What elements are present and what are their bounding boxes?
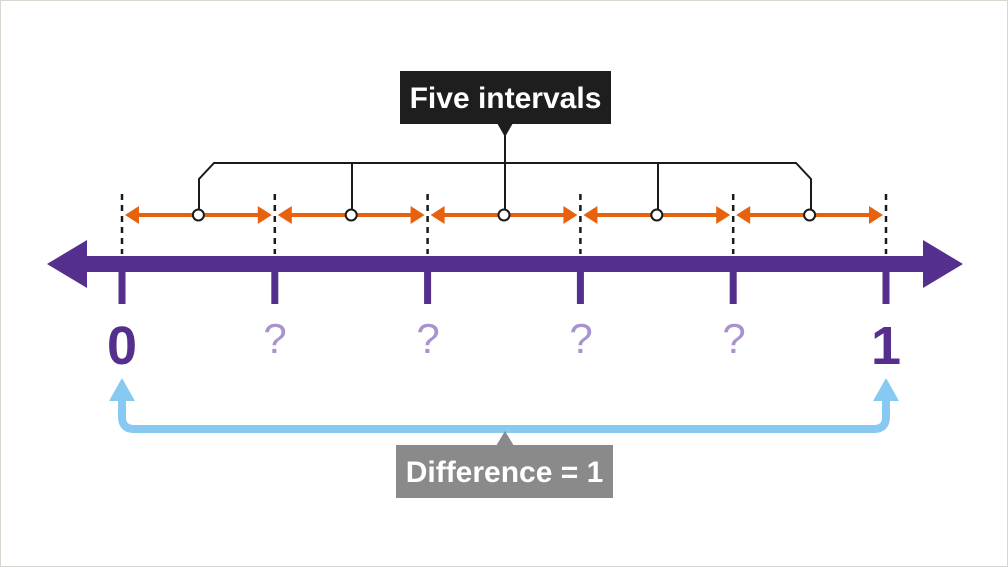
midpoint-marker <box>191 208 205 222</box>
arrowhead-left-icon <box>277 206 292 224</box>
arrowhead-right-icon <box>923 240 963 288</box>
arrowhead-right-icon <box>410 206 425 224</box>
tick-label-unknown: ? <box>722 315 745 362</box>
arrow-up-icon <box>873 378 899 401</box>
difference-box <box>396 445 613 498</box>
midpoint-marker <box>803 208 817 222</box>
midpoint-marker <box>650 208 664 222</box>
number-line-ticks <box>118 267 890 304</box>
midpoint-marker <box>344 208 358 222</box>
interval-guides <box>120 194 888 254</box>
tick-mark <box>882 267 890 304</box>
arrowhead-left-icon <box>583 206 598 224</box>
tick-mark <box>271 267 279 304</box>
five-intervals-box <box>400 71 611 124</box>
difference-connector <box>118 397 890 433</box>
arrowhead-right-icon <box>257 206 272 224</box>
tick-label-unknown: ? <box>416 315 439 362</box>
difference-bracket <box>109 378 899 433</box>
tick-label-start: 0 <box>107 316 137 376</box>
arrow-up-icon <box>109 378 135 401</box>
number-line-axis <box>79 256 929 272</box>
tick-mark <box>118 267 126 304</box>
number-line <box>47 240 963 304</box>
tick-mark <box>576 267 584 304</box>
arrowhead-left-icon <box>430 206 445 224</box>
five-intervals-label: Five intervals <box>410 82 602 115</box>
arrowhead-right-icon <box>869 206 883 224</box>
tick-label-unknown: ? <box>569 315 592 362</box>
difference-callout: Difference = 1 <box>396 431 613 498</box>
arrowhead-right-icon <box>716 206 731 224</box>
interval-bracket <box>198 129 812 215</box>
midpoint-marker <box>497 208 511 222</box>
five-intervals-callout: Five intervals <box>400 71 611 137</box>
arrowhead-left-icon <box>125 206 139 224</box>
tick-mark <box>729 267 737 304</box>
arrowhead-left-icon <box>736 206 751 224</box>
arrowhead-left-icon <box>47 240 87 288</box>
difference-label: Difference = 1 <box>406 456 604 489</box>
callout-pointer <box>496 431 514 446</box>
tick-mark <box>424 267 432 304</box>
tick-labels: 0 ? ? ? ? 1 <box>107 315 901 376</box>
tick-label-end: 1 <box>871 316 901 376</box>
tick-label-unknown: ? <box>263 315 286 362</box>
interval-midpoints <box>191 208 817 222</box>
arrowhead-right-icon <box>563 206 578 224</box>
callout-pointer <box>497 123 513 137</box>
